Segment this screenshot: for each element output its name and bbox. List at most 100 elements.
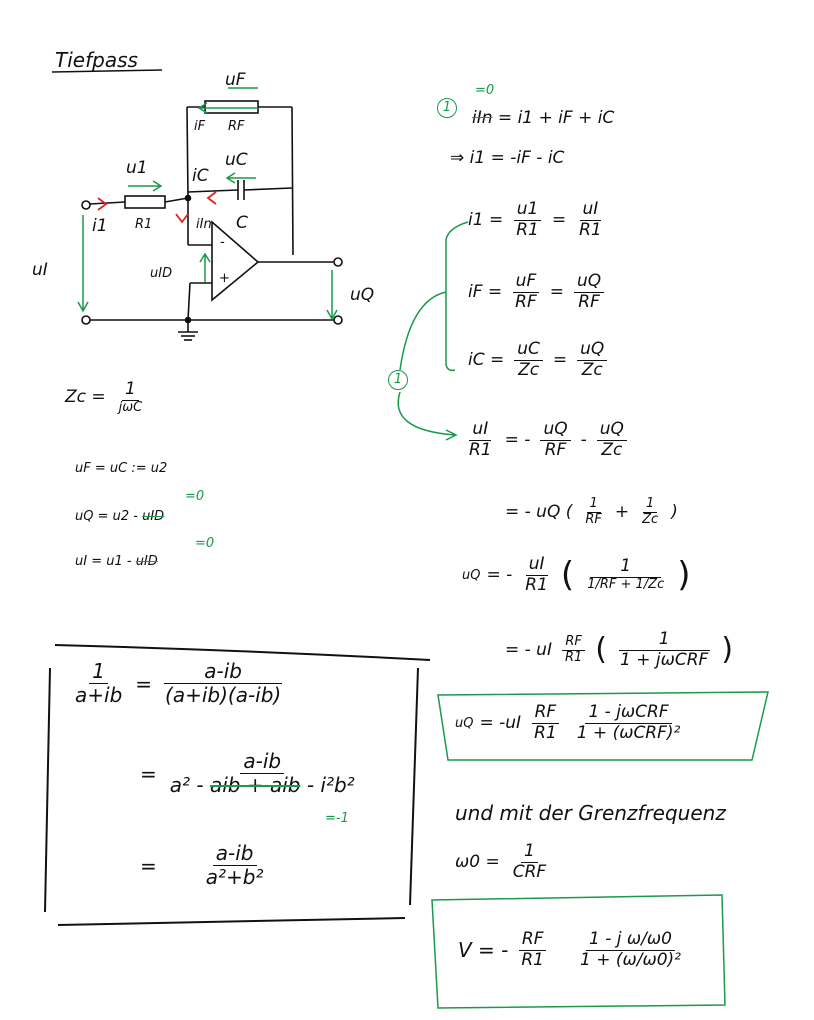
eq-uQ-note: =0 bbox=[185, 489, 205, 504]
iC-n1: uC bbox=[514, 339, 543, 361]
V-num: 1 - j ω/ω0 bbox=[586, 929, 675, 951]
label-uC: uC bbox=[225, 150, 248, 170]
iC-lhs: iC = bbox=[468, 349, 505, 370]
result-lhs: uQ bbox=[455, 715, 474, 731]
box-eq: = bbox=[140, 761, 157, 786]
box-l1-den: (a+ib)(a-ib) bbox=[165, 683, 282, 707]
eq-uQ: uQ = u2 - uID =0 bbox=[75, 490, 204, 524]
eq-uF: uF = uC := u2 bbox=[75, 461, 168, 476]
w0-num: 1 bbox=[521, 841, 538, 863]
result-den: 1 + (ωCRF)² bbox=[576, 722, 681, 743]
s2-pre: = - uQ ( bbox=[505, 501, 573, 522]
label-C: C bbox=[236, 213, 248, 233]
label-uID: uID bbox=[150, 266, 173, 281]
i1-eq: = bbox=[551, 209, 567, 230]
zc-num: 1 bbox=[122, 379, 139, 401]
label-iC: iC bbox=[192, 166, 209, 186]
label-iIn: iIn bbox=[196, 217, 212, 232]
kcl-struck: iIn bbox=[472, 108, 493, 128]
s3-d1: R1 bbox=[525, 574, 548, 595]
annotation-marks bbox=[397, 221, 769, 1009]
s2-n1: 1 bbox=[586, 496, 601, 513]
cutoff-text: und mit der Grenzfrequenz bbox=[455, 801, 726, 825]
s1-n3: uQ bbox=[596, 419, 627, 441]
box-l2-num: a-ib bbox=[240, 750, 285, 774]
kcl-note: =0 bbox=[475, 83, 495, 98]
iF-n1: uF bbox=[512, 271, 540, 293]
kcl-rest: = i1 + iF + iC bbox=[497, 108, 615, 128]
box-l2-den-a: a² - bbox=[169, 773, 210, 797]
s2-d2: Zc bbox=[642, 511, 659, 527]
s4-num: 1 bbox=[618, 629, 710, 651]
label-RF: RF bbox=[228, 119, 245, 134]
s4-n1: RF bbox=[562, 634, 585, 651]
box-line2: = a-ib a² - aib + aib - i²b² bbox=[140, 750, 362, 797]
s3-eq: = - bbox=[486, 564, 513, 585]
page-title: Tiefpass bbox=[55, 48, 138, 72]
iF-d1: RF bbox=[515, 291, 537, 312]
s2-d1: RF bbox=[585, 511, 602, 527]
V-n1: RF bbox=[518, 929, 547, 951]
label-i1: i1 bbox=[92, 216, 108, 236]
box-l3-den: a²+b² bbox=[205, 865, 264, 889]
label-iF: iF bbox=[194, 119, 206, 134]
i1-n1: u1 bbox=[513, 199, 542, 221]
current-arrows bbox=[97, 191, 217, 224]
label-uF: uF bbox=[225, 70, 246, 90]
zc-den: jωC bbox=[118, 399, 143, 415]
iC-d2: Zc bbox=[581, 359, 603, 380]
s2-plus: + bbox=[614, 501, 630, 522]
eq-uI-note: =0 bbox=[195, 536, 215, 551]
V-d1: R1 bbox=[521, 949, 545, 970]
i1-d2: R1 bbox=[579, 219, 602, 240]
iC-d1: Zc bbox=[518, 359, 540, 380]
result-d1: R1 bbox=[534, 722, 557, 743]
box-l1-lhs-num: 1 bbox=[89, 660, 108, 684]
opamp-minus: - bbox=[220, 235, 225, 250]
box-l2-den-b: - i²b² bbox=[300, 773, 355, 797]
result-num: 1 - jωCRF bbox=[585, 702, 672, 724]
eq-uQ-text: uQ = u2 - bbox=[75, 509, 143, 524]
box-l2-den-struck: aib + aib bbox=[209, 773, 301, 797]
eq-uI-struck: uID bbox=[135, 554, 158, 569]
s1-d2: RF bbox=[544, 439, 567, 460]
eq-uI: uI = u1 - uID=0 bbox=[75, 537, 214, 569]
kcl-equation-2: ⇒ i1 = -iF - iC bbox=[450, 148, 565, 168]
s4-den: 1 + jωCRF bbox=[620, 649, 709, 670]
s4-pre: = - uI bbox=[505, 639, 552, 660]
result-n1: RF bbox=[531, 702, 560, 724]
voltage-arrows bbox=[77, 87, 338, 321]
s3-num: 1 bbox=[590, 557, 662, 578]
s1-n2: uQ bbox=[540, 419, 571, 441]
iF-n2: uQ bbox=[574, 271, 605, 293]
node-marker: 1 bbox=[437, 98, 457, 118]
box-eq: = bbox=[135, 671, 153, 696]
V-den: 1 + (ω/ω0)² bbox=[580, 949, 681, 970]
eq-uQ-struck: uID bbox=[142, 509, 165, 524]
opamp-plus: + bbox=[219, 271, 230, 286]
label-uQ: uQ bbox=[350, 285, 375, 305]
box-eq: = bbox=[140, 853, 157, 878]
iC-n2: uQ bbox=[577, 339, 608, 361]
i1-d1: R1 bbox=[516, 219, 539, 240]
title-underline bbox=[51, 69, 163, 73]
box-l1-lhs-den: a+ib bbox=[75, 683, 123, 707]
complex-division-box bbox=[44, 644, 431, 926]
kcl-equation: iIn = i1 + iF + iC bbox=[472, 110, 614, 127]
s2-n2: 1 bbox=[643, 496, 658, 513]
iF-eq: = bbox=[549, 281, 564, 302]
label-uI: uI bbox=[32, 260, 48, 280]
box-note: =-1 bbox=[325, 811, 349, 826]
iF-d2: RF bbox=[578, 291, 600, 312]
